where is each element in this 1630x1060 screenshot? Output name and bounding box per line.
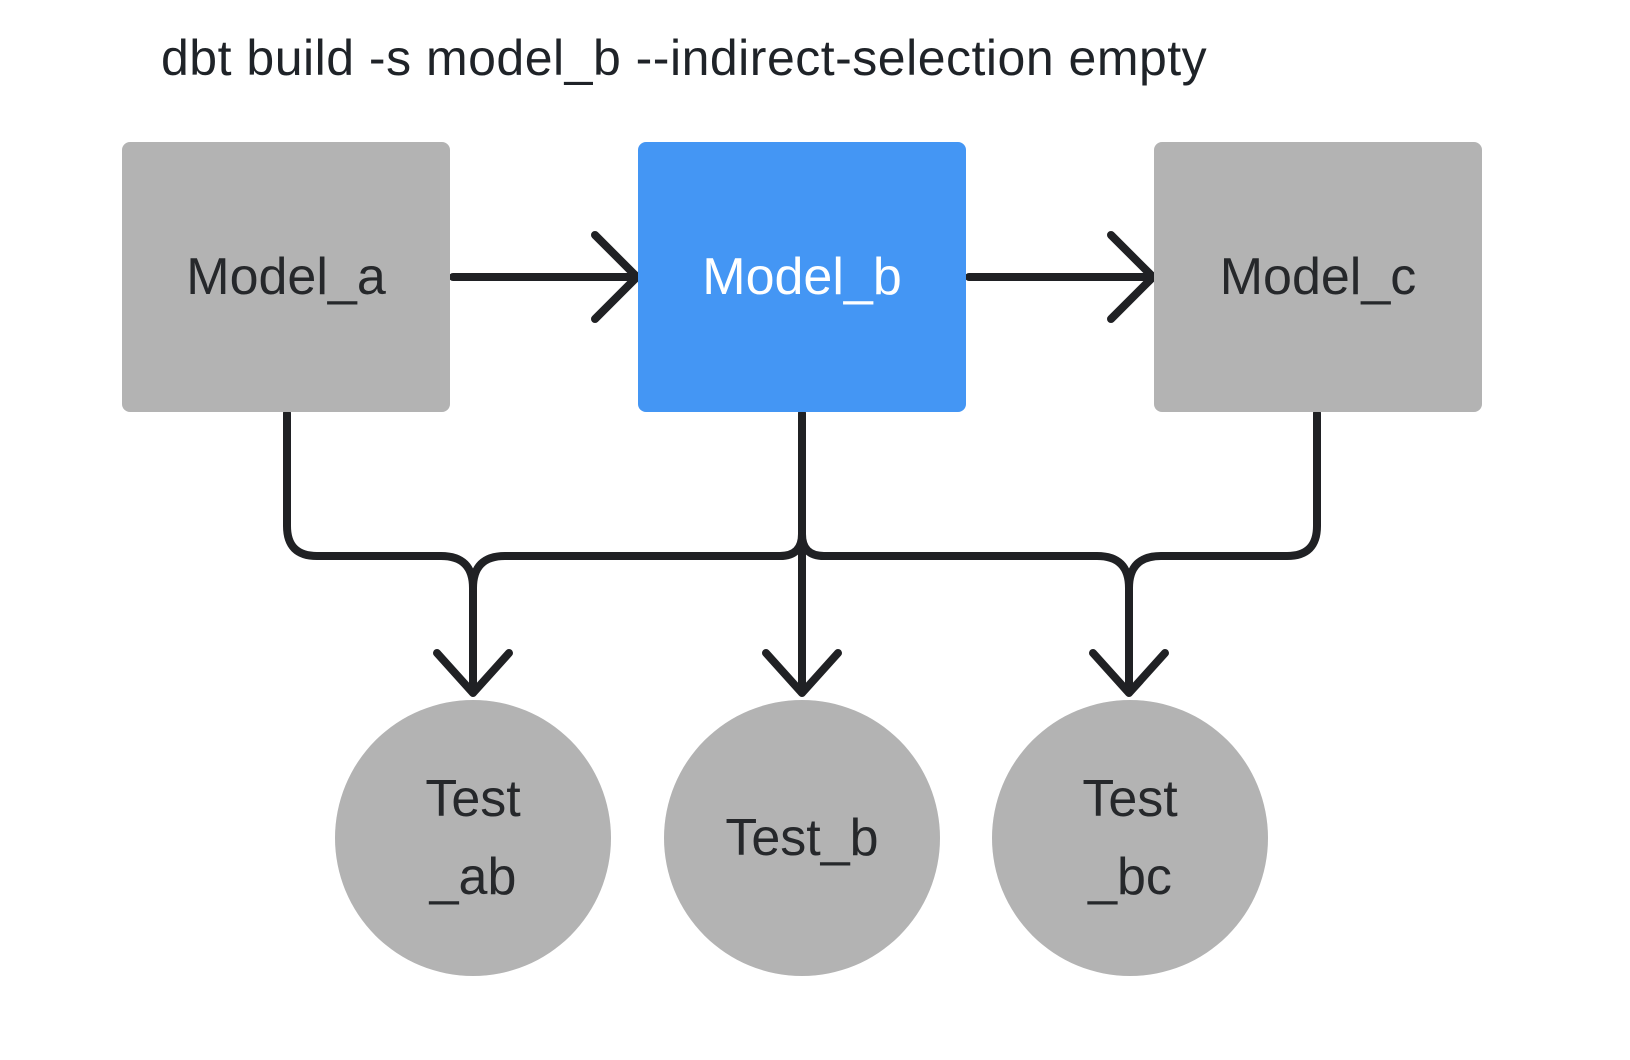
node-test-b-label: Test_b bbox=[725, 809, 879, 867]
diagram-title: dbt build -s model_b --indirect-selectio… bbox=[161, 30, 1208, 86]
edge-model-a-to-test-ab bbox=[283, 409, 477, 696]
node-model-b-label: Model_b bbox=[702, 248, 902, 306]
edge-model-b-to-model-c-arrowhead-icon bbox=[1107, 231, 1157, 323]
node-test-bc: Test _bc bbox=[992, 700, 1268, 976]
arrowhead-test-bc-icon bbox=[1089, 649, 1169, 697]
node-test-ab-label: Test _ab bbox=[425, 770, 521, 906]
node-model-c: Model_c bbox=[1154, 142, 1482, 412]
edge-model-b-to-test-bc bbox=[798, 530, 1133, 592]
edge-model-a-to-model-b-arrowhead-icon bbox=[591, 231, 641, 323]
node-test-ab: Test _ab bbox=[335, 700, 611, 976]
arrowhead-test-b-icon bbox=[762, 649, 842, 697]
node-model-a: Model_a bbox=[122, 142, 450, 412]
node-model-b-selected: Model_b bbox=[638, 142, 966, 412]
node-model-c-label: Model_c bbox=[1219, 248, 1417, 306]
edge-model-c-to-test-bc bbox=[1125, 409, 1321, 696]
arrowhead-test-ab-icon bbox=[433, 649, 513, 697]
node-test-bc-label: Test _bc bbox=[1082, 770, 1178, 906]
node-test-b: Test_b bbox=[664, 700, 940, 976]
node-model-a-label: Model_a bbox=[186, 248, 386, 306]
edge-model-b-to-test-ab bbox=[469, 530, 806, 592]
